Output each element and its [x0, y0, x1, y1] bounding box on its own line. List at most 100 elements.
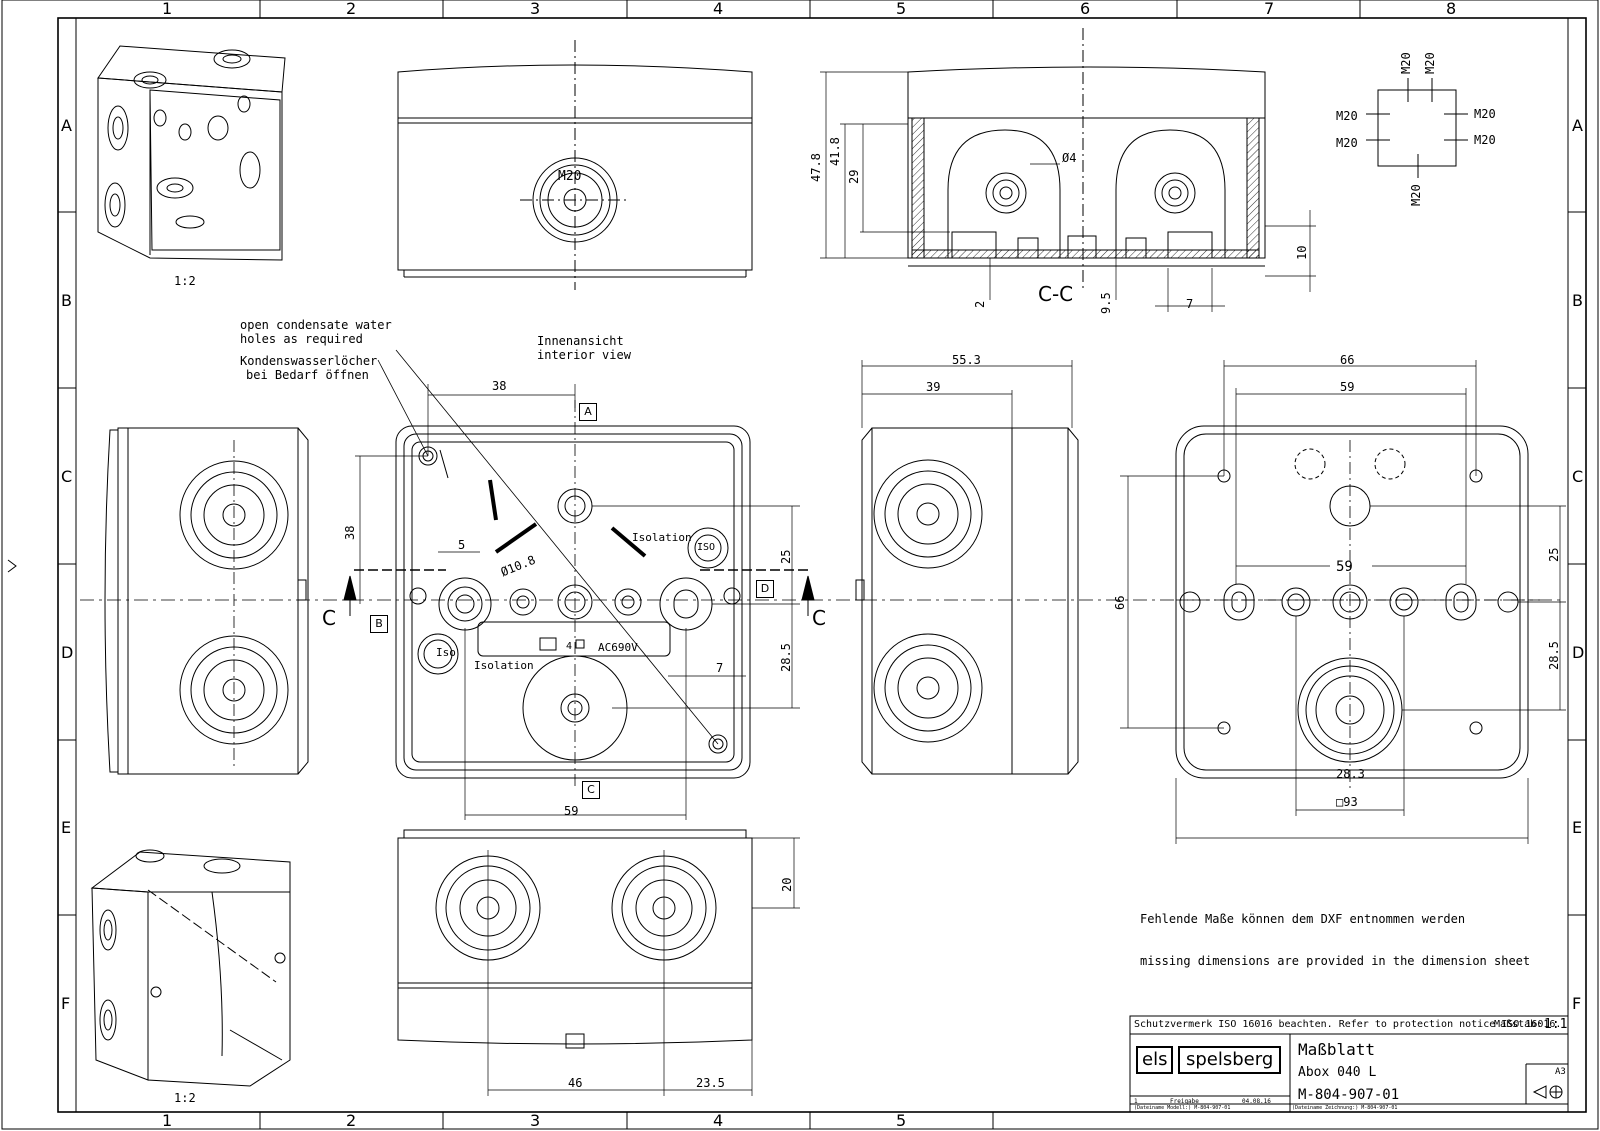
label-count: 4: [566, 641, 573, 652]
grid-row-a: A: [61, 116, 72, 135]
dim-phi4: Ø4: [1062, 151, 1077, 165]
grid-row-a-right: A: [1572, 116, 1583, 135]
grid-row-b: B: [61, 291, 72, 310]
label-isolation-upper: Isolation: [632, 531, 692, 544]
logo-els: els: [1136, 1046, 1174, 1074]
note-missing-en: missing dimensions are provided in the d…: [1140, 954, 1531, 968]
grid-col-3: 3: [530, 0, 541, 18]
entry-left-2: M20: [1336, 136, 1358, 150]
dim-2: 2: [973, 300, 987, 308]
grid-col-4-bottom: 4: [713, 1111, 724, 1130]
dim-28-5-mid: 28.5: [779, 643, 793, 672]
label-m20-front: M20: [558, 169, 582, 184]
dim-59-right: 59: [1340, 380, 1355, 394]
note-interior-en: interior view: [537, 348, 631, 362]
section-cut-c-right: C: [812, 606, 826, 630]
entry-left-1: M20: [1336, 109, 1358, 123]
grid-row-e-right: E: [1572, 818, 1583, 837]
grid-col-3-bottom: 3: [530, 1111, 541, 1130]
grid-col-1: 1: [162, 0, 173, 18]
dim-28-5-right: 28.5: [1547, 641, 1561, 670]
front-view-top: [397, 40, 753, 290]
logo-spelsberg: spelsberg: [1178, 1046, 1282, 1074]
dim-9-5: 9.5: [1099, 292, 1113, 314]
section-c-c: [820, 28, 1316, 312]
grid-col-2: 2: [346, 0, 357, 18]
grid-col-5: 5: [896, 0, 907, 18]
interior-view: [343, 349, 815, 820]
dim-93: □93: [1336, 795, 1358, 809]
drawing-border: [57, 17, 1587, 1113]
entry-schema: [1366, 78, 1468, 178]
tb-rev-date: 04.08.16: [1242, 1098, 1271, 1105]
dim-59-mid: 59: [564, 804, 579, 818]
dim-10: 10: [1295, 245, 1309, 260]
side-view-left: [80, 427, 1560, 775]
grid-row-b-right: B: [1572, 291, 1583, 310]
grid-row-c: C: [61, 467, 73, 486]
grid-row-f: F: [61, 994, 71, 1013]
tb-drawing-file: (Dateiname Zeichnung:) M-804-907-01: [1292, 1105, 1398, 1111]
dim-66-vertical: 66: [1113, 595, 1127, 610]
dim-66-horizontal: 66: [1340, 353, 1355, 367]
note-condensate-en-1: open condensate water: [240, 318, 392, 332]
front-view-bottom: [397, 829, 800, 1096]
dim-7-mid: 7: [716, 661, 724, 675]
dim-38-horizontal: 38: [492, 379, 507, 393]
back-view: [1120, 360, 1566, 844]
dim-23-5: 23.5: [696, 1076, 725, 1090]
grid-row-c-right: C: [1572, 467, 1584, 486]
grid-row-e: E: [61, 818, 72, 837]
label-iso: Iso: [436, 646, 456, 659]
entry-top-2: M20: [1423, 52, 1437, 74]
dim-20: 20: [780, 877, 794, 892]
entry-bottom: M20: [1409, 184, 1423, 206]
grid-col-8: 8: [1446, 0, 1457, 18]
tb-drawing-number: M-804-907-01: [1298, 1087, 1400, 1103]
column-ticks: [259, 0, 1361, 1129]
grid-col-5-bottom: 5: [896, 1111, 907, 1130]
side-view-right: [855, 360, 1079, 775]
grid-col-1-bottom: 1: [162, 1111, 173, 1130]
entry-right-2: M20: [1474, 133, 1496, 147]
label-isolation-lower: Isolation: [474, 659, 534, 672]
dim-7-top: 7: [1186, 297, 1194, 311]
dim-59-inner: 59: [1336, 559, 1353, 575]
iso-view-bottom: [90, 849, 291, 1087]
entry-top-1: M20: [1399, 52, 1413, 74]
label-ac690v: AC690V: [598, 641, 638, 654]
tb-product: Abox 040 L: [1298, 1065, 1377, 1080]
note-missing-de: Fehlende Maße können dem DXF entnommen w…: [1140, 912, 1466, 926]
dim-29: 29: [847, 169, 861, 184]
title-block: [1129, 1015, 1569, 1113]
entry-right-1: M20: [1474, 107, 1496, 121]
tb-protection-notice: Schutzvermerk ISO 16016 beachten. Refer …: [1134, 1019, 1562, 1030]
label-iso-rotated: ISO: [697, 542, 716, 553]
iso-view-top: [97, 45, 286, 261]
grid-row-f-right: F: [1572, 994, 1582, 1013]
dim-47-8: 47.8: [809, 153, 823, 182]
dim-38-vertical: 38: [343, 525, 357, 540]
grid-row-d-right: D: [1572, 643, 1585, 662]
dim-55-3: 55.3: [952, 353, 981, 367]
tb-scale-value: 1:1: [1544, 1017, 1568, 1032]
grid-col-7: 7: [1264, 0, 1275, 18]
dim-25-right: 25: [1547, 547, 1561, 562]
dim-28-3: 28.3: [1336, 767, 1365, 781]
grid-col-4: 4: [713, 0, 724, 18]
dim-39: 39: [926, 380, 941, 394]
dim-41-8: 41.8: [828, 137, 842, 166]
tb-rev-label: Freigabe: [1170, 1098, 1199, 1105]
grid-col-2-bottom: 2: [346, 1111, 357, 1130]
marker-c: C: [582, 781, 600, 799]
note-interior-de: Innenansicht: [537, 334, 624, 348]
dim-5: 5: [458, 538, 466, 552]
dim-25-mid: 25: [779, 549, 793, 564]
note-condensate-de-2: bei Bedarf öffnen: [246, 368, 369, 382]
note-condensate-de-1: Kondenswasserlöcher: [240, 354, 378, 368]
grid-col-6: 6: [1080, 0, 1091, 18]
marker-d: D: [756, 580, 774, 598]
tb-model-file: (Dateiname Modell:) M-804-907-01: [1134, 1105, 1231, 1111]
marker-a: A: [579, 403, 597, 421]
